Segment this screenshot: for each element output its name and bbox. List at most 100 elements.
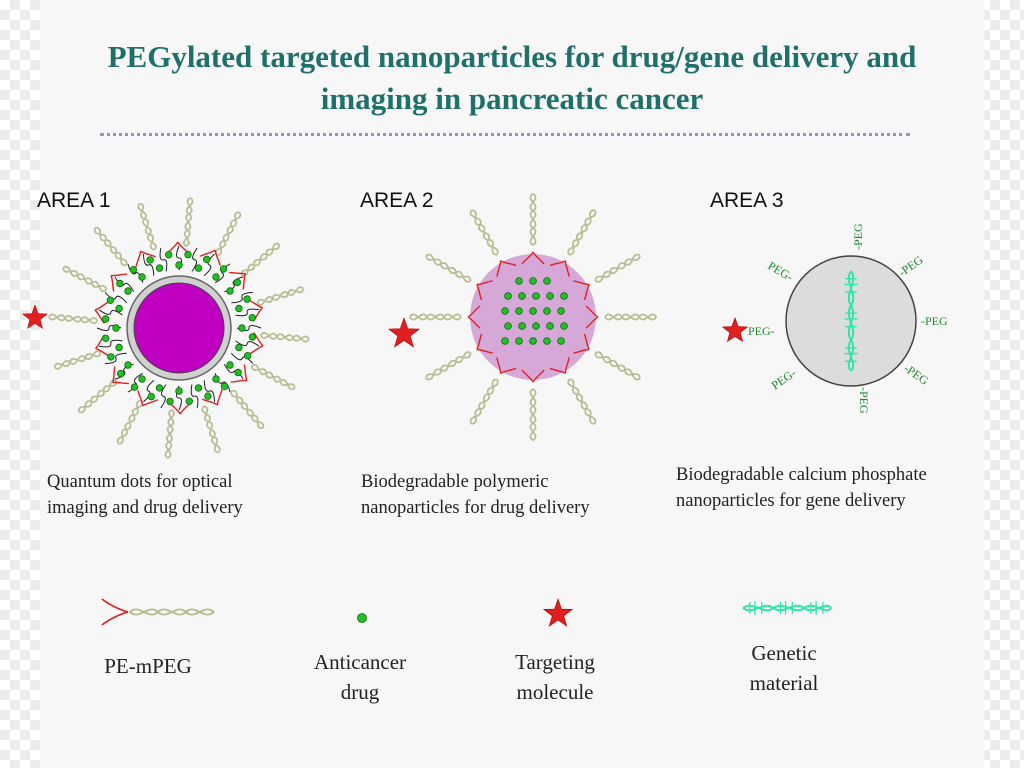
drug-dot: [213, 274, 220, 281]
drug-dot: [236, 344, 243, 351]
drug-dot: [544, 308, 551, 315]
drug-dot: [205, 393, 212, 400]
drug-dot: [116, 344, 123, 351]
drug-dot: [156, 265, 163, 272]
peg-chain: [93, 226, 128, 267]
drug-dot: [244, 352, 251, 359]
peg-chain: [49, 314, 98, 323]
drug-dot: [227, 288, 234, 295]
drug-dot: [244, 296, 251, 303]
peg-chain: [260, 333, 309, 342]
peg-label: -PEG: [901, 361, 931, 388]
drug-dot: [221, 383, 228, 390]
peg-chain: [425, 253, 472, 283]
peg-chain: [184, 198, 193, 247]
peg-chain: [469, 209, 499, 256]
drug-dot: [167, 398, 174, 405]
drug-dot: [516, 278, 523, 285]
drug-dot: [533, 293, 540, 300]
peg-chain: [567, 378, 597, 425]
drug-dot: [505, 323, 512, 330]
star-icon: [723, 318, 748, 342]
drug-dot: [139, 274, 146, 281]
drug-dot: [561, 293, 568, 300]
drug-dot: [236, 305, 243, 312]
star-icon: [23, 305, 48, 329]
peg-chain: [567, 209, 597, 256]
peg-label: -PEG: [921, 314, 948, 328]
drug-dot: [234, 279, 241, 286]
drug-dot: [125, 288, 132, 295]
drug-dot: [195, 385, 202, 392]
peg-chain: [410, 314, 461, 319]
star-icon: [389, 318, 419, 347]
peg-chain: [530, 389, 535, 440]
legend-pe-mpeg: PE-mPEG: [78, 651, 218, 681]
dna-icon: [743, 601, 831, 615]
drug-dot: [505, 293, 512, 300]
peg-label: -PEG: [896, 253, 926, 280]
drug-dot: [148, 393, 155, 400]
peg-chain: [256, 286, 304, 306]
peg-chain: [201, 405, 221, 453]
legend-genetic-material: Geneticmaterial: [714, 638, 854, 698]
drug-dot: [107, 297, 114, 304]
drug-dot: [130, 266, 137, 273]
peg-chain: [230, 389, 265, 430]
quantum-dot-nanoparticle: [49, 198, 310, 459]
drug-dot: [102, 335, 109, 342]
qd-core: [134, 283, 224, 373]
drug-dot: [239, 325, 246, 332]
drug-dot: [176, 388, 183, 395]
peg-chain: [530, 194, 535, 245]
drug-dot: [108, 354, 115, 361]
drug-dot: [117, 280, 124, 287]
peg-chain: [77, 379, 118, 414]
peg-chain: [594, 253, 641, 283]
peg-label: -PEG: [851, 223, 865, 250]
poly-core: [470, 254, 596, 380]
drug-dot: [530, 278, 537, 285]
drug-dot: [547, 323, 554, 330]
drug-dot: [131, 384, 138, 391]
drug-dot: [116, 305, 123, 312]
peg-chain: [215, 211, 242, 257]
peg-chain: [605, 314, 656, 319]
pe-mpeg-icon: [102, 599, 214, 625]
drug-dot: [502, 338, 509, 345]
drug-dot: [519, 323, 526, 330]
peg-chain: [425, 351, 472, 381]
peg-chain: [251, 364, 297, 391]
drug-dot: [227, 362, 234, 369]
peg-label: PEG-: [748, 324, 775, 338]
drug-dot: [113, 325, 120, 332]
drug-dot: [544, 338, 551, 345]
drug-dot: [213, 376, 220, 383]
peg-label: -PEG: [857, 387, 871, 414]
drug-dot: [203, 256, 210, 263]
drug-dot: [147, 257, 154, 264]
peg-chain: [240, 242, 281, 277]
drug-dot: [185, 251, 192, 258]
drug-dot: [220, 266, 227, 273]
drug-dot: [533, 323, 540, 330]
drug-dot: [530, 308, 537, 315]
drug-dot: [558, 308, 565, 315]
drug-dot: [249, 334, 256, 341]
star-icon: [544, 599, 573, 626]
drug-dot: [519, 293, 526, 300]
peg-chain: [137, 203, 157, 251]
drug-dot-icon: [358, 614, 367, 623]
drug-dot: [165, 251, 172, 258]
peg-chain: [165, 409, 174, 458]
legend-anticancer-drug: Anticancerdrug: [290, 647, 430, 707]
polymeric-nanoparticle: [410, 194, 657, 441]
drug-dot: [235, 369, 242, 376]
drug-dot: [547, 293, 554, 300]
drug-dot: [530, 338, 537, 345]
peg-chain: [469, 378, 499, 425]
peg-chain: [62, 265, 108, 292]
drug-dot: [516, 308, 523, 315]
